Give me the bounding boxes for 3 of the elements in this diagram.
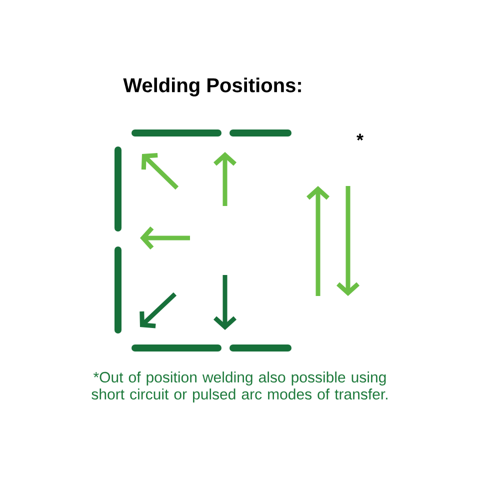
asterisk: * (356, 134, 364, 140)
caption: *Out of position welding also possible using short circuit or pulsed arc modes of transfer. (92, 372, 388, 402)
title: Welding Positions: (123, 78, 301, 96)
